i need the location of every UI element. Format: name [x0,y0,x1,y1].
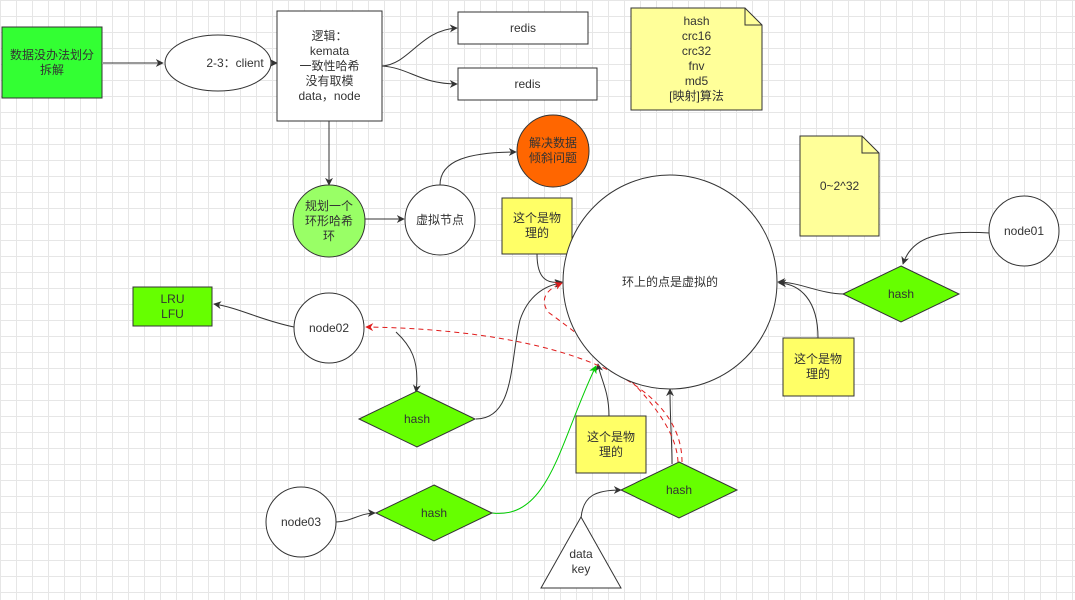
edges [103,24,991,523]
edge-physical-b-to-ring [778,279,819,339]
data-key-triangle [540,515,622,589]
virtual-node-circle [404,184,476,256]
hash-ring-circle [562,174,778,390]
physical-a-box [501,197,573,255]
red-dashed-edges [365,282,683,463]
edge-logic-to-redis2 [381,65,458,88]
edge-hash-bottom-to-node02-dashed [365,323,683,463]
lru-box [132,286,213,327]
node03-circle [265,486,337,558]
edge-hash-left-to-ring [475,279,563,420]
node02-circle [293,292,365,364]
edge-virtual-to-resolve [439,148,517,186]
physical-c-box [575,415,647,474]
ring-plan-circle [292,184,366,258]
logic-box [276,10,383,122]
node01-circle [988,195,1060,267]
edge-node01-to-hash-right [901,231,991,265]
edge-datakey-to-hash-bottom [580,486,622,519]
resolve-circle [516,114,590,188]
edge-physical-a-to-ring [536,253,563,287]
hash-right-diamond [841,265,961,323]
edge-hash-bottom-to-ring-dashed [543,282,679,463]
range-note-fold [861,136,879,154]
hash-node03-diamond [374,484,494,542]
edge-node02-to-hash-left [395,331,421,393]
edge-logic-to-redis1 [381,24,458,67]
edge-hash-node03-to-ring-green [491,365,597,514]
edge-hash-right-to-ring [777,278,845,295]
edge-hash-bottom-to-ring [666,388,675,465]
range-note-shape [799,135,880,237]
algo-note-shape [630,7,763,111]
edge-physical-c-to-ring [595,363,610,417]
plan-box [1,26,103,99]
redis-box-2 [457,67,598,101]
algo-note-fold [744,8,762,26]
physical-b-box [782,337,855,397]
edge-node02-to-lru [213,301,295,328]
client-ellipse [164,34,272,92]
redis-box-1 [457,11,589,45]
hash-left-diamond [357,390,477,448]
hash-bottom-diamond [619,461,739,519]
edge-node03-to-hash-node03 [335,509,376,523]
